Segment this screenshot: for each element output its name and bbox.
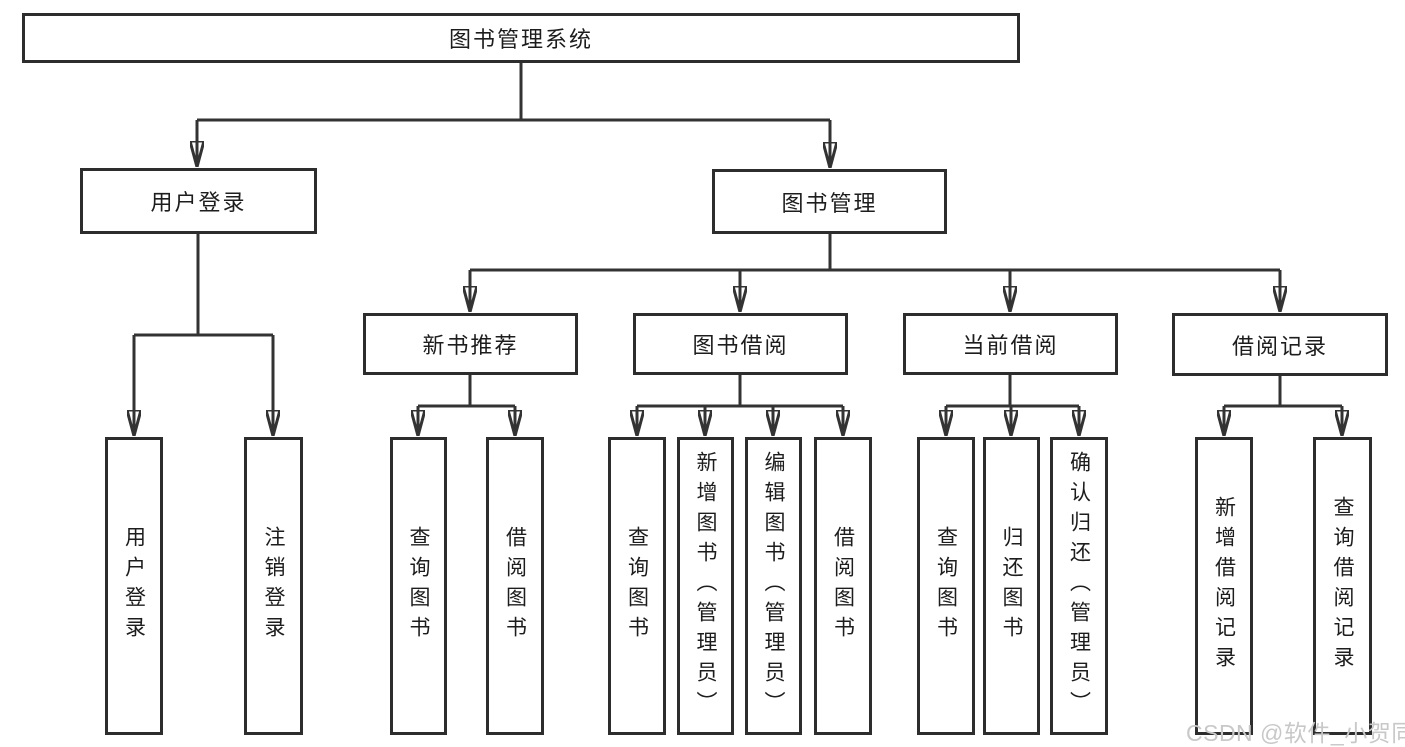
leaf-label: 查询图书 <box>934 526 958 646</box>
node-user-login: 用户登录 <box>80 168 317 234</box>
node-leaf-edit-book-admin: 编辑图书（管理员） <box>745 437 802 735</box>
leaf-label: 查询图书 <box>625 526 649 646</box>
node-leaf-query-borrow-record: 查询借阅记录 <box>1313 437 1372 735</box>
leaf-label: 查询图书 <box>407 526 430 646</box>
node-leaf-confirm-return-admin: 确认归还（管理员） <box>1050 437 1108 735</box>
node-leaf-logout: 注销登录 <box>244 437 303 735</box>
node-user-login-label: 用户登录 <box>150 190 247 215</box>
node-leaf-query-books-1: 查询图书 <box>390 437 447 735</box>
leaf-label: 新增图书（管理员） <box>694 451 717 721</box>
node-root-label: 图书管理系统 <box>448 27 593 52</box>
node-borrow-records: 借阅记录 <box>1172 313 1388 376</box>
node-leaf-user-login: 用户登录 <box>105 437 163 735</box>
leaf-label: 编辑图书（管理员） <box>762 451 785 721</box>
node-book-borrow-label: 图书借阅 <box>692 333 789 358</box>
leaf-label: 借阅图书 <box>503 526 527 646</box>
node-leaf-borrow-books-1: 借阅图书 <box>486 437 544 735</box>
node-new-book-recommend: 新书推荐 <box>363 313 578 375</box>
leaf-label: 注销登录 <box>262 526 285 646</box>
node-borrow-records-label: 借阅记录 <box>1231 333 1328 359</box>
node-root: 图书管理系统 <box>22 13 1020 63</box>
node-leaf-query-books-2: 查询图书 <box>608 437 666 735</box>
leaf-label: 确认归还（管理员） <box>1067 451 1091 721</box>
node-book-management-label: 图书管理 <box>781 190 878 216</box>
node-new-book-recommend-label: 新书推荐 <box>422 333 519 358</box>
node-leaf-add-borrow-record: 新增借阅记录 <box>1195 437 1253 735</box>
leaf-label: 用户登录 <box>122 526 146 646</box>
node-leaf-query-books-3: 查询图书 <box>917 437 975 735</box>
leaf-label: 归还图书 <box>1000 526 1023 646</box>
leaf-label: 借阅图书 <box>831 526 855 646</box>
node-leaf-borrow-books-2: 借阅图书 <box>814 437 872 735</box>
node-book-management: 图书管理 <box>712 169 947 234</box>
node-leaf-add-book-admin: 新增图书（管理员） <box>677 437 734 735</box>
node-book-borrow: 图书借阅 <box>633 313 848 375</box>
leaf-label: 查询借阅记录 <box>1331 496 1354 676</box>
node-leaf-return-book: 归还图书 <box>983 437 1040 735</box>
leaf-label: 新增借阅记录 <box>1212 496 1236 676</box>
csdn-watermark: CSDN @软件_小贺同学 <box>1186 720 1405 746</box>
node-current-borrow-label: 当前借阅 <box>962 333 1059 358</box>
node-current-borrow: 当前借阅 <box>903 313 1118 375</box>
